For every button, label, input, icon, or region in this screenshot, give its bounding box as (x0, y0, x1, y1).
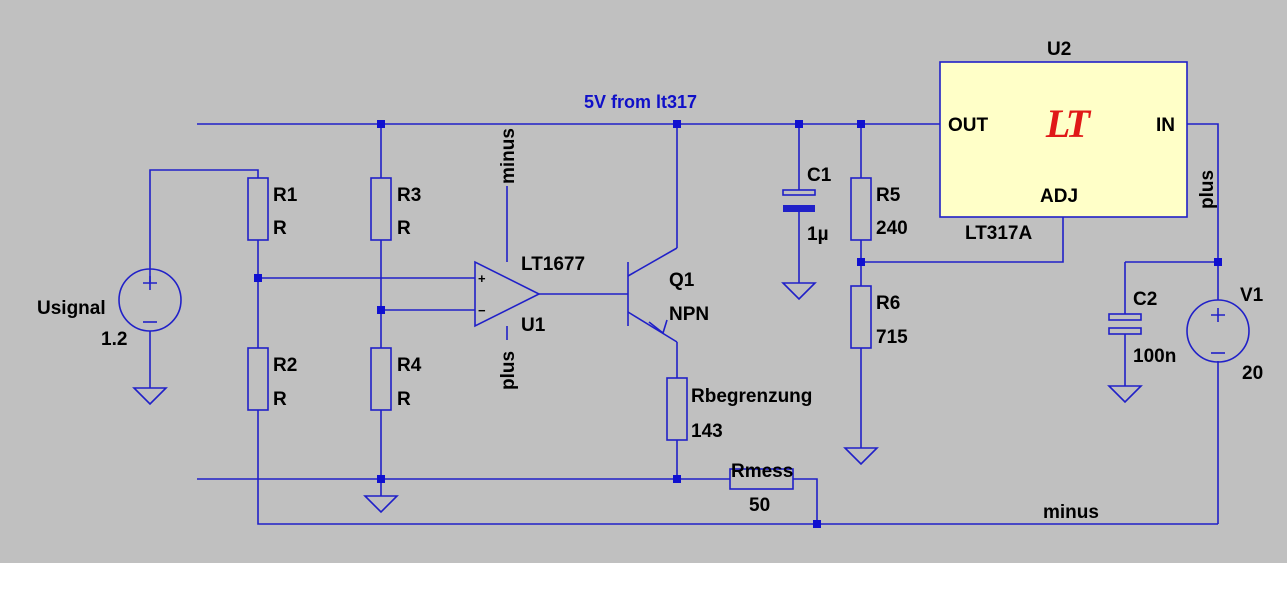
source-circle (118, 268, 182, 332)
usignal-ref: Usignal (37, 298, 106, 319)
junction-dot (377, 306, 385, 314)
r5-value: 240 (876, 218, 908, 239)
capacitor-c1[interactable] (782, 189, 816, 212)
rbegrenzung-value: 143 (691, 421, 723, 442)
r4-value: R (397, 389, 411, 410)
c1-plate-top (782, 189, 816, 196)
transistor-q1[interactable] (627, 247, 678, 343)
ground-symbol-c2 (1107, 385, 1143, 404)
junctions (254, 120, 1222, 528)
u1-supply-plus-label: plus (498, 351, 519, 390)
resistor-rmess[interactable] (729, 468, 794, 490)
q1-type: NPN (669, 304, 709, 325)
u2-pin-adj: ADJ (1040, 186, 1078, 207)
net-label-minus: minus (1043, 502, 1099, 523)
junction-dot (1214, 258, 1222, 266)
r3-ref: R3 (397, 185, 421, 206)
v1-plus-net-label: plus (1197, 170, 1218, 209)
regulator-u2[interactable]: LT (939, 61, 1188, 218)
resistor-r5[interactable] (850, 177, 872, 241)
r2-ref: R2 (273, 355, 297, 376)
usignal-value: 1.2 (101, 329, 127, 350)
wires (149, 123, 1219, 525)
ground-symbol-r4 (363, 495, 399, 514)
opamp-plus-sign: + (478, 271, 486, 286)
wire-in-v1 (1187, 123, 1219, 300)
r4-ref: R4 (397, 355, 422, 376)
opamp-minus-sign: − (478, 303, 486, 318)
c2-plate-bottom (1108, 327, 1142, 335)
plus-icon (1211, 308, 1225, 322)
labels: 5V from lt317 minus U2 OUT IN ADJ LT317A… (37, 39, 1264, 523)
u1-ref: U1 (521, 315, 546, 336)
r2-value: R (273, 389, 287, 410)
v1-ref: V1 (1240, 285, 1264, 306)
rmess-value: 50 (749, 495, 770, 516)
r6-ref: R6 (876, 293, 900, 314)
u2-model: LT317A (965, 223, 1033, 244)
u2-pin-out: OUT (948, 115, 989, 136)
junction-dot (377, 475, 385, 483)
source-circle (1186, 299, 1250, 363)
wire-adj (861, 217, 1064, 263)
u1-model: LT1677 (521, 254, 585, 275)
u2-body (939, 61, 1188, 218)
r5-ref: R5 (876, 185, 901, 206)
opamp-u1[interactable]: + − (474, 260, 541, 328)
u2-ref: U2 (1047, 39, 1071, 60)
voltage-source-usignal[interactable] (118, 268, 182, 332)
lt-logo-icon: LT (1045, 101, 1092, 146)
c2-ref: C2 (1133, 289, 1157, 310)
resistor-r3[interactable] (370, 177, 392, 241)
c1-ref: C1 (807, 165, 832, 186)
u1-supply-minus-label: minus (498, 128, 519, 184)
ground-symbol-c1 (781, 282, 817, 301)
junction-dot (857, 120, 865, 128)
opamp-triangle (474, 260, 541, 328)
ground-symbol-r6 (843, 447, 879, 466)
net-label-5v: 5V from lt317 (584, 92, 697, 112)
wire-rmess-right (793, 478, 818, 524)
ground-symbol-usignal (132, 387, 168, 406)
junction-dot (813, 520, 821, 528)
c2-value: 100n (1133, 346, 1176, 367)
v1-value: 20 (1242, 363, 1263, 384)
junction-dot (795, 120, 803, 128)
r1-ref: R1 (273, 185, 298, 206)
junction-dot (673, 475, 681, 483)
r6-value: 715 (876, 327, 908, 348)
q1-collector-lead (627, 247, 678, 277)
resistor-r4[interactable] (370, 347, 392, 411)
rmess-ref: Rmess (731, 461, 793, 482)
voltage-source-v1[interactable] (1186, 299, 1250, 363)
resistor-r2[interactable] (247, 347, 269, 411)
q1-emitter-lead (627, 311, 678, 343)
wire-bottom-minus (257, 410, 1218, 525)
c1-plate-bottom (783, 205, 815, 212)
q1-ref: Q1 (669, 270, 695, 291)
junction-dot (857, 258, 865, 266)
r3-value: R (397, 218, 411, 239)
r1-value: R (273, 218, 287, 239)
junction-dot (377, 120, 385, 128)
u2-pin-in: IN (1156, 115, 1175, 136)
c2-plate-top (1108, 313, 1142, 321)
junction-dot (673, 120, 681, 128)
q1-emitter-arrow (648, 319, 668, 335)
resistor-r1[interactable] (247, 177, 269, 241)
wire-usignal-top (149, 169, 259, 282)
plus-icon (143, 276, 157, 290)
capacitor-c2[interactable] (1108, 313, 1142, 335)
rbegrenzung-ref: Rbegrenzung (691, 386, 812, 407)
junction-dot (254, 274, 262, 282)
resistor-rbegrenzung[interactable] (666, 377, 688, 441)
resistor-r6[interactable] (850, 285, 872, 349)
c1-value: 1µ (807, 224, 829, 245)
